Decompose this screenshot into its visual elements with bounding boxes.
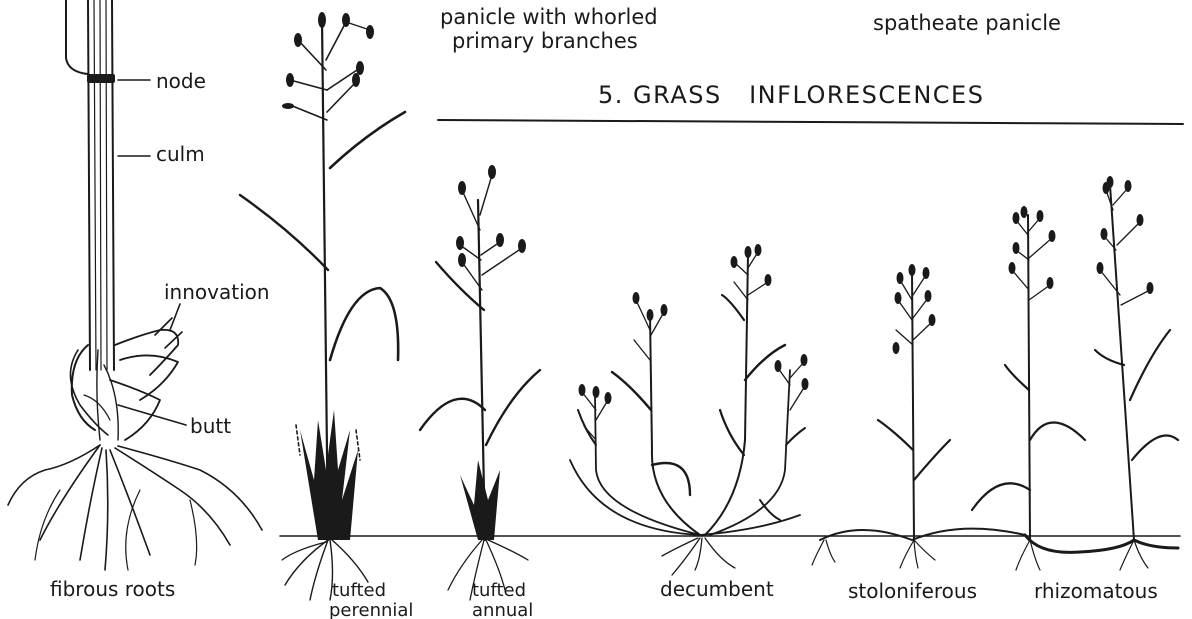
label-culm: culm [156, 142, 205, 166]
label-tufted-perennial-line1: tufted [332, 580, 386, 601]
label-fibrous-roots: fibrous roots [50, 577, 175, 601]
caption-spatheate-panicle: spatheate panicle [873, 11, 1061, 35]
section-heading: 5. GRASS INFLORESCENCES [598, 81, 984, 109]
tufted-annual-illustration [420, 165, 540, 600]
label-decumbent: decumbent [660, 577, 774, 601]
label-innovation: innovation [164, 280, 270, 304]
decumbent-illustration [570, 244, 809, 575]
innovation-leader [170, 304, 180, 330]
caption-whorled-panicle: panicle with whorled [440, 5, 658, 29]
caption-primary-branches: primary branches [452, 29, 638, 53]
label-node: node [156, 69, 206, 93]
stoloniferous-illustration [812, 264, 1025, 568]
label-tufted-perennial-line2: perennial [329, 600, 413, 619]
label-tufted-annual-line2: annual [472, 600, 533, 619]
label-stoloniferous: stoloniferous [848, 579, 977, 603]
label-butt: butt [190, 414, 231, 438]
butt-leader [118, 405, 186, 425]
heading-rule [438, 120, 1183, 124]
tufted-perennial-illustration [240, 12, 405, 600]
label-rhizomatous: rhizomatous [1034, 579, 1158, 603]
rhizomatous-illustration [972, 176, 1178, 570]
label-tufted-annual-line1: tufted [472, 580, 526, 601]
